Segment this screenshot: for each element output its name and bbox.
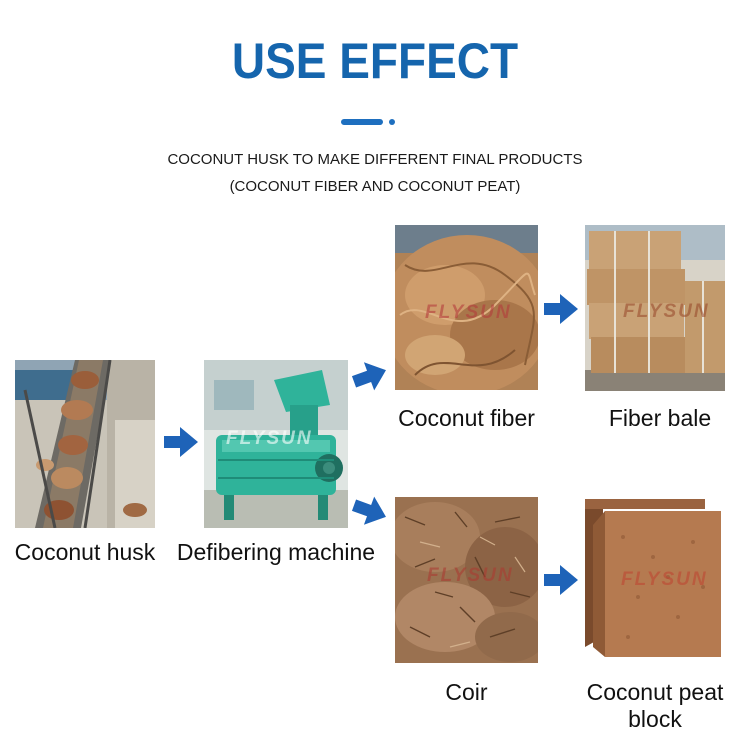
coconut-peat-block-label-line-1: Coconut peat bbox=[586, 679, 724, 705]
defibering-machine-label: Defibering machine bbox=[176, 539, 376, 565]
watermark-text: FLYSUN bbox=[226, 428, 313, 449]
arrow-right-icon bbox=[544, 565, 578, 595]
watermark-text: FLYSUN bbox=[425, 302, 512, 323]
coconut-fiber-label: Coconut fiber bbox=[398, 405, 535, 431]
arrow-up-right-icon bbox=[352, 362, 386, 391]
watermark-text: FLYSUN bbox=[621, 569, 708, 590]
coir-photo: FLYSUN bbox=[395, 497, 538, 663]
subtitle-line-2: (COCONUT FIBER AND COCONUT PEAT) bbox=[229, 178, 521, 195]
arrow-down-right-icon bbox=[352, 496, 386, 525]
watermark-text: FLYSUN bbox=[623, 301, 710, 322]
coir-label: Coir bbox=[445, 679, 488, 705]
arrow-right-icon bbox=[544, 294, 578, 324]
title-divider bbox=[341, 119, 383, 125]
coconut-peat-block-label-line-2: block bbox=[628, 706, 682, 732]
coconut-peat-block-photo: FLYSUN bbox=[583, 497, 726, 663]
coconut-husk-label: Coconut husk bbox=[14, 539, 156, 565]
arrow-right-icon bbox=[164, 427, 198, 457]
page-title: USE EFFECT bbox=[231, 33, 519, 89]
subtitle-line-1: COCONUT HUSK TO MAKE DIFFERENT FINAL PRO… bbox=[167, 151, 583, 168]
coconut-husk-photo bbox=[15, 360, 155, 528]
fiber-bale-label: Fiber bale bbox=[608, 405, 712, 431]
fiber-bale-photo: FLYSUN bbox=[585, 225, 725, 391]
watermark-text: FLYSUN bbox=[427, 565, 514, 586]
defibering-machine-photo: FLYSUN bbox=[204, 360, 348, 528]
title-divider-dot bbox=[389, 119, 395, 125]
coconut-fiber-photo: FLYSUN bbox=[395, 225, 538, 390]
